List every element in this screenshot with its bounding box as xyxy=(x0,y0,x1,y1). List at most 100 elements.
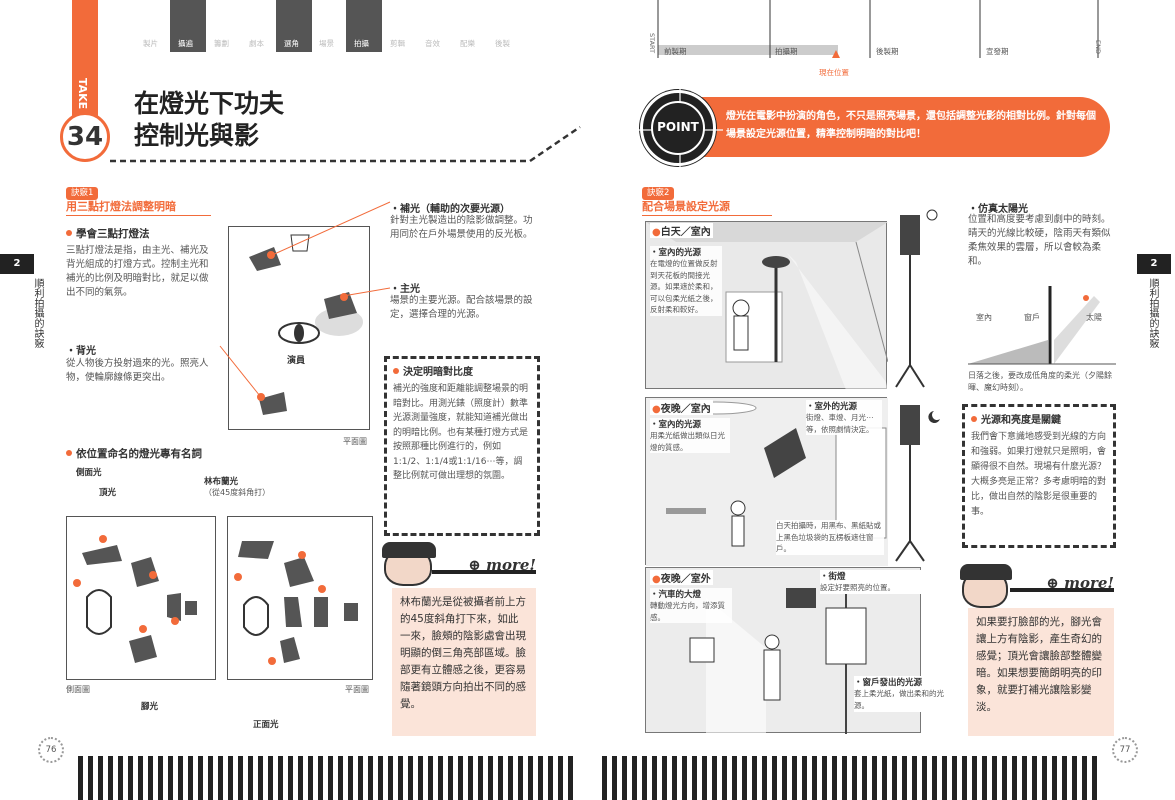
more-box: 林布蘭光是從被攝者前上方的45度斜角打下來，如此一來，臉頰的陰影處會出現明顯的倒… xyxy=(392,588,536,736)
sun-heading: ・仿真太陽光 xyxy=(968,204,1028,215)
rembrandt-sub: （從45度斜角打） xyxy=(204,488,271,497)
fill-heading: ・補光（輔助的次要光源） xyxy=(390,204,510,215)
tip1-badge: 訣竅1 xyxy=(66,180,99,200)
sun-body: 位置和高度要考慮到劇中的時刻。晴天的光線比較硬，陰雨天有類似柔焦效果的雲層，所以… xyxy=(968,214,1111,267)
night-exterior-label: ●夜晚／室外 xyxy=(650,570,713,585)
diagram-window-label: 窗戶 xyxy=(1024,313,1040,322)
day-interior-label: ●白天／室內 xyxy=(650,223,713,238)
side-view-diagram xyxy=(66,516,216,680)
plan-view-label: 平面圖 xyxy=(343,437,367,446)
director-avatar xyxy=(960,564,1012,608)
plan-view-diagram xyxy=(227,516,373,680)
point-label: POINT xyxy=(657,120,699,134)
director-avatar xyxy=(382,542,436,586)
point-text: 燈光在電影中扮演的角色，不只是照亮場景，還包括調整光影的相對比例。針對每個場景設… xyxy=(726,111,1096,140)
diagram-sun-label: 太陽 xyxy=(1086,313,1102,322)
light-stands xyxy=(895,209,940,562)
foot-light-label: 腳光 xyxy=(141,702,159,712)
tip1-title: 用三點打燈法調整明暗 xyxy=(66,198,211,216)
tab-item[interactable]: 剪輯 xyxy=(390,39,405,48)
window-light-note: ・窗戶發出的光源 套上柔光紙，做出柔和的光源。 xyxy=(854,676,950,712)
title-line-1: 在燈光下功夫 xyxy=(134,89,285,118)
tab-item[interactable]: 後製 xyxy=(495,39,510,48)
back-body: 從人物後方投射過來的光。照亮人物，使輪廓線條更突出。 xyxy=(66,358,209,383)
s2-heading: 依位置命名的燈光專有名詞 xyxy=(66,446,202,461)
chapter-text: 順利拍攝的訣竅 xyxy=(32,278,43,348)
current-position-label: 現在位置 xyxy=(819,68,849,77)
night-interior-note: ・室內的光源 用柔光紙做出類似日光燈的質感。 xyxy=(650,418,730,453)
key-body: 場景的主要光源。配合該場景的設定，選擇合理的光源。 xyxy=(390,295,533,320)
chapter-text: 順利拍攝的訣竅 xyxy=(1147,278,1158,348)
side-light-label: 側面光 xyxy=(76,468,102,478)
page-number: 76 xyxy=(38,737,64,763)
diagram-indoor-label: 室內 xyxy=(976,313,992,322)
day-source-note: ・室內的光源 在電燈的位置做反射到天花板的間接光源。如果遮於柔和，可以包柔光紙之… xyxy=(650,246,722,316)
timeline-start: START xyxy=(648,33,656,54)
chapter-tab[interactable]: 2 xyxy=(1137,254,1171,274)
more-label: ⊕ more! xyxy=(1010,574,1114,592)
title-line-2: 控制光與影 xyxy=(134,121,260,150)
connector-lines xyxy=(219,201,391,397)
tab-item[interactable]: 籌劃 xyxy=(214,39,229,48)
fill-body: 針對主光製造出的陰影做調整。功用同於在戶外場景使用的反光板。 xyxy=(390,215,533,240)
tip2-badge: 訣竅2 xyxy=(642,180,675,200)
take-number: 34 xyxy=(60,112,110,162)
tab-item[interactable]: 選角 xyxy=(284,39,299,48)
sun-angle-diagram xyxy=(968,286,1116,365)
tab-item[interactable]: 劇本 xyxy=(249,39,264,48)
night-interior-label: ●夜晚／室內 xyxy=(650,400,713,415)
barcode-strip xyxy=(602,756,1102,800)
tab-item[interactable]: 拍攝 xyxy=(354,39,369,48)
plan-view-art xyxy=(234,541,358,665)
tab-item[interactable]: 音效 xyxy=(425,39,440,48)
barcode-strip xyxy=(78,756,578,800)
tip2-title: 配合場景設定光源 xyxy=(642,198,772,216)
car-light-note: ・汽車的大燈 轉動燈光方向，增添質感。 xyxy=(650,588,732,623)
brightness-heading: 光源和亮度是關鍵 xyxy=(971,411,1107,426)
side-view-art xyxy=(73,535,197,663)
tab-item[interactable]: 攝遍 xyxy=(178,39,193,48)
brightness-box: 光源和亮度是關鍵 我們會下意識地感受到光線的方向和強弱。如果打燈就只是照明，會顯… xyxy=(962,404,1116,548)
s1-body: 三點打燈法是指，由主光、補光及背光組成的打燈方式。控制主光和補光的比例及明暗對比… xyxy=(66,245,209,298)
plan-view-label-2: 平面圖 xyxy=(345,685,369,694)
night-street-art xyxy=(689,578,867,734)
back-heading: ・背光 xyxy=(66,346,96,357)
side-view-label: 側面圖 xyxy=(66,685,90,694)
key-heading: ・主光 xyxy=(390,284,420,295)
tab-item[interactable]: 製片 xyxy=(143,39,158,48)
more-label: ⊕ more! xyxy=(432,556,536,574)
tab-bg xyxy=(346,0,382,52)
more-box: 如果要打臉部的光，腳光會讓上方有陰影，產生奇幻的感覺；頂光會讓臉部整體變暗。如果… xyxy=(968,608,1114,736)
night-caption: 白天拍攝時，用黑布、黑紙貼或上黑色垃圾袋的瓦楞板遮住窗戶。 xyxy=(776,520,884,555)
timeline-stage: 拍攝期 xyxy=(775,47,798,56)
contrast-body: 補光的強度和距離能調整場景的明暗對比。用測光錶（照度計）數準光源測量強度，就能知… xyxy=(393,384,529,481)
take-label: TAKE xyxy=(76,78,89,110)
actor-label: 演員 xyxy=(287,356,306,366)
night-exterior-source-note: ・室外的光源 街燈、車燈、月光⋯等，依照劇情決定。 xyxy=(806,400,882,435)
title-underline xyxy=(110,125,581,163)
front-light-label: 正面光 xyxy=(253,720,279,730)
street-light-note: ・街燈 設定好要照亮的位置。 xyxy=(820,570,930,594)
timeline-stage: 宣發期 xyxy=(986,47,1009,56)
tab-item[interactable]: 場景 xyxy=(319,39,334,48)
sun-caption: 日落之後，要改成低角度的柔光（夕陽餘暉、魔幻時刻）。 xyxy=(968,371,1112,392)
timeline-stage: 後製期 xyxy=(876,47,899,56)
page-title: 在燈光下功夫 控制光與影 xyxy=(134,88,284,152)
top-light-label: 頂光 xyxy=(99,488,117,498)
tab-item[interactable]: 配樂 xyxy=(460,39,475,48)
point-banner xyxy=(668,97,1110,157)
rembrandt-label: 林布蘭光 xyxy=(204,477,239,487)
page-number: 77 xyxy=(1112,737,1138,763)
brightness-body: 我們會下意識地感受到光線的方向和強弱。如果打燈就只是照明，會顯得很不自然。現場有… xyxy=(971,432,1107,517)
tab-bg xyxy=(276,0,312,52)
three-point-diagram: 演員 xyxy=(228,226,370,430)
s1-heading: 學會三點打燈法 xyxy=(66,226,150,241)
timeline-end: END xyxy=(1094,40,1102,54)
production-timeline xyxy=(657,0,1099,58)
contrast-box: 決定明暗對比度 補光的強度和距離能調整場景的明暗對比。用測光錶（照度計）數準光源… xyxy=(384,356,540,536)
contrast-heading: 決定明暗對比度 xyxy=(393,363,531,378)
point-badge: POINT xyxy=(635,85,723,173)
chapter-tab[interactable]: 2 xyxy=(0,254,34,274)
take-strip xyxy=(72,0,98,122)
tab-bg xyxy=(170,0,206,52)
